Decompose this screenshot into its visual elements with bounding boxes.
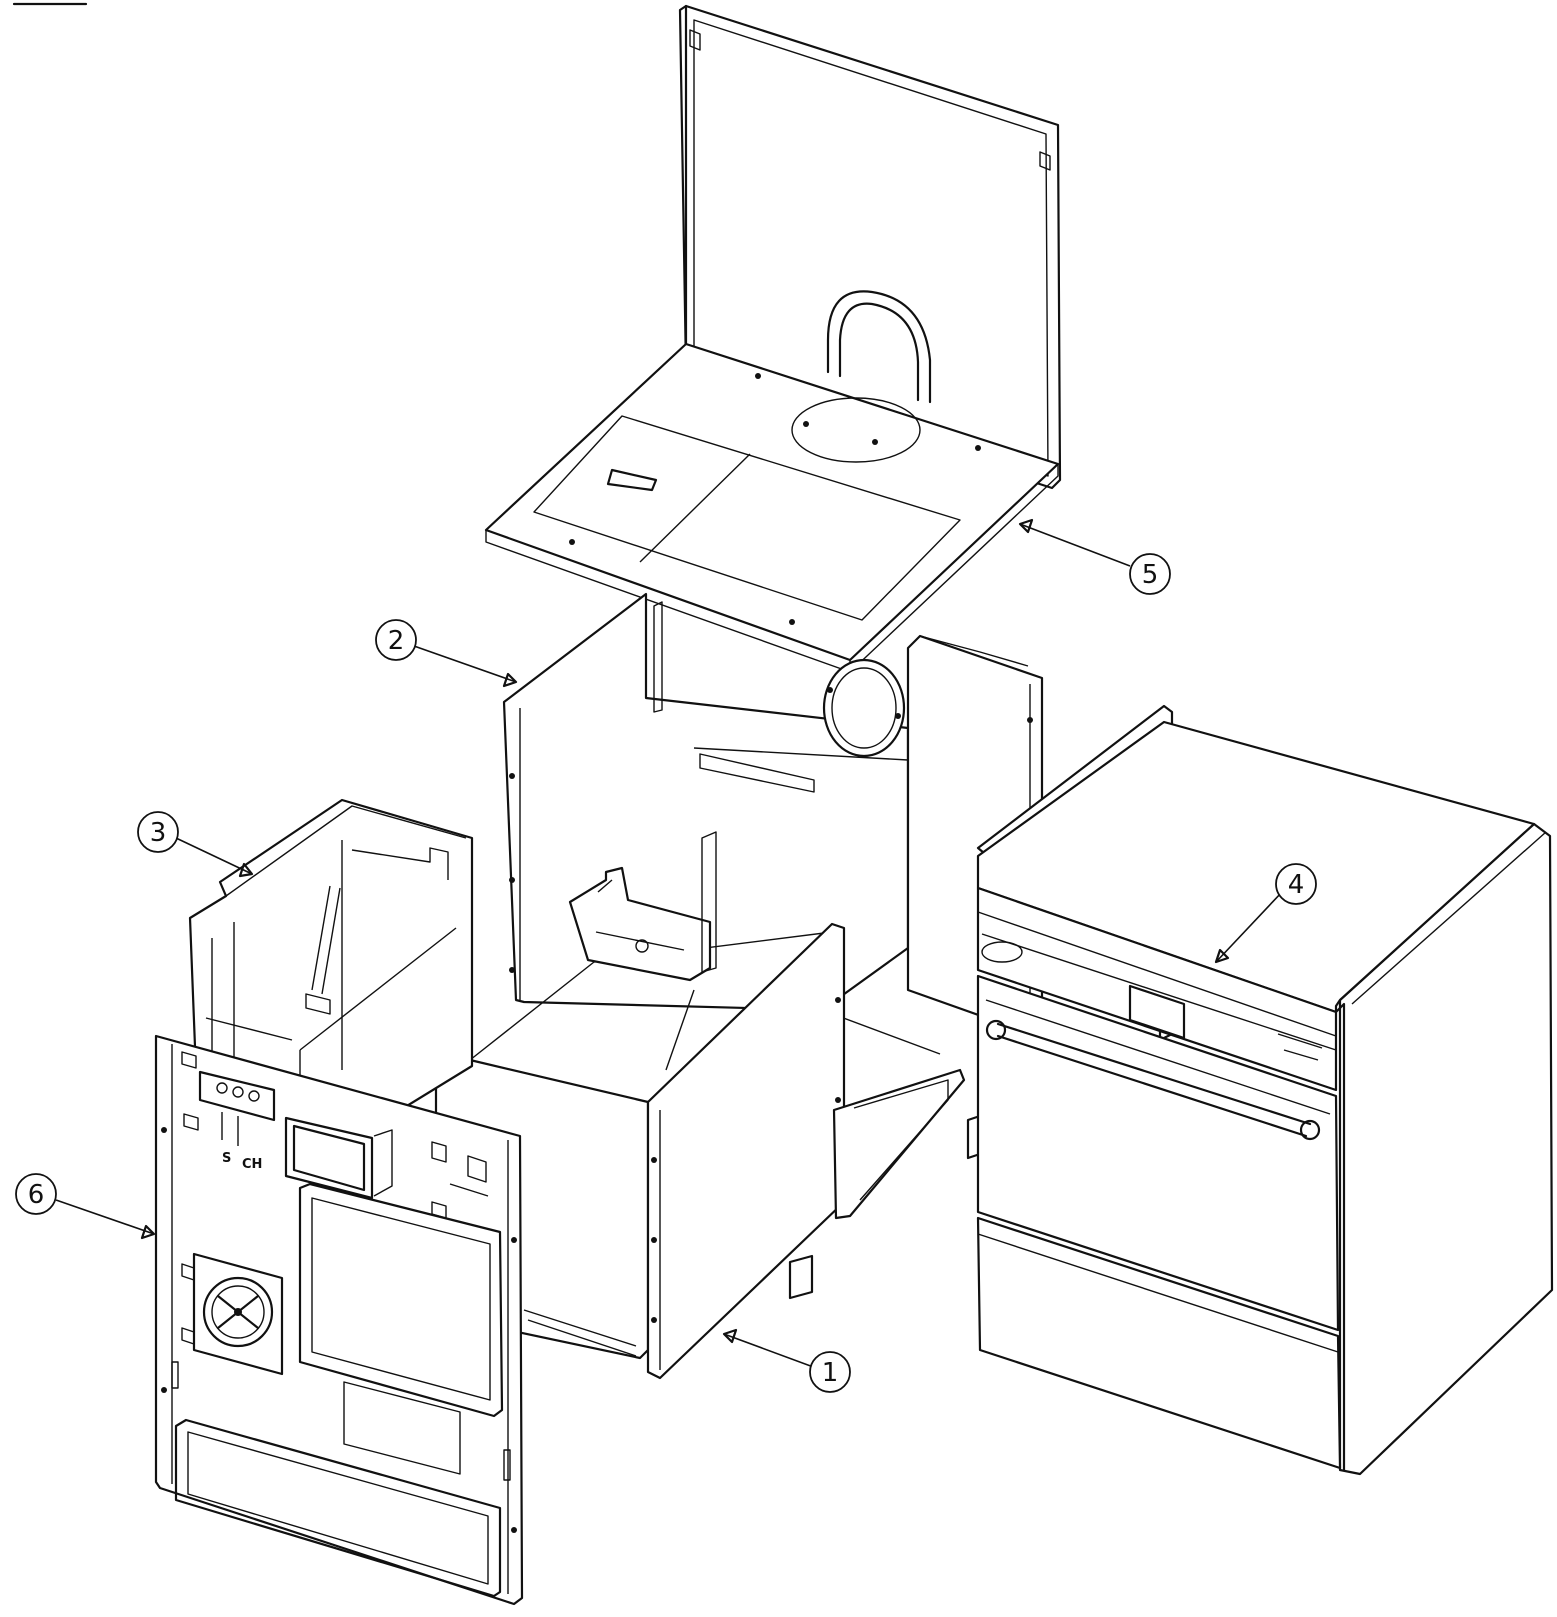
panel-mark-left: S [222,1151,231,1166]
callout-4: 4 [1214,863,1317,964]
callout-5-label: 5 [1142,560,1159,590]
callout-2-label: 2 [388,626,405,656]
panel-mark-right: CH [242,1157,262,1172]
callout-5: 5 [1018,518,1171,595]
callout-3: 3 [137,811,254,878]
part-6-front-control-panel: S CH [154,1034,524,1606]
callout-2: 2 [375,619,518,688]
callout-1: 1 [722,1328,851,1393]
part-4-front-door-assembly [976,704,1554,1476]
callout-4-label: 4 [1288,870,1305,900]
part-5-top-back-panel [484,4,1062,673]
callout-3-label: 3 [150,818,167,848]
callout-6-label: 6 [28,1180,45,1210]
callout-1-label: 1 [822,1358,839,1388]
callout-6: 6 [15,1173,156,1240]
